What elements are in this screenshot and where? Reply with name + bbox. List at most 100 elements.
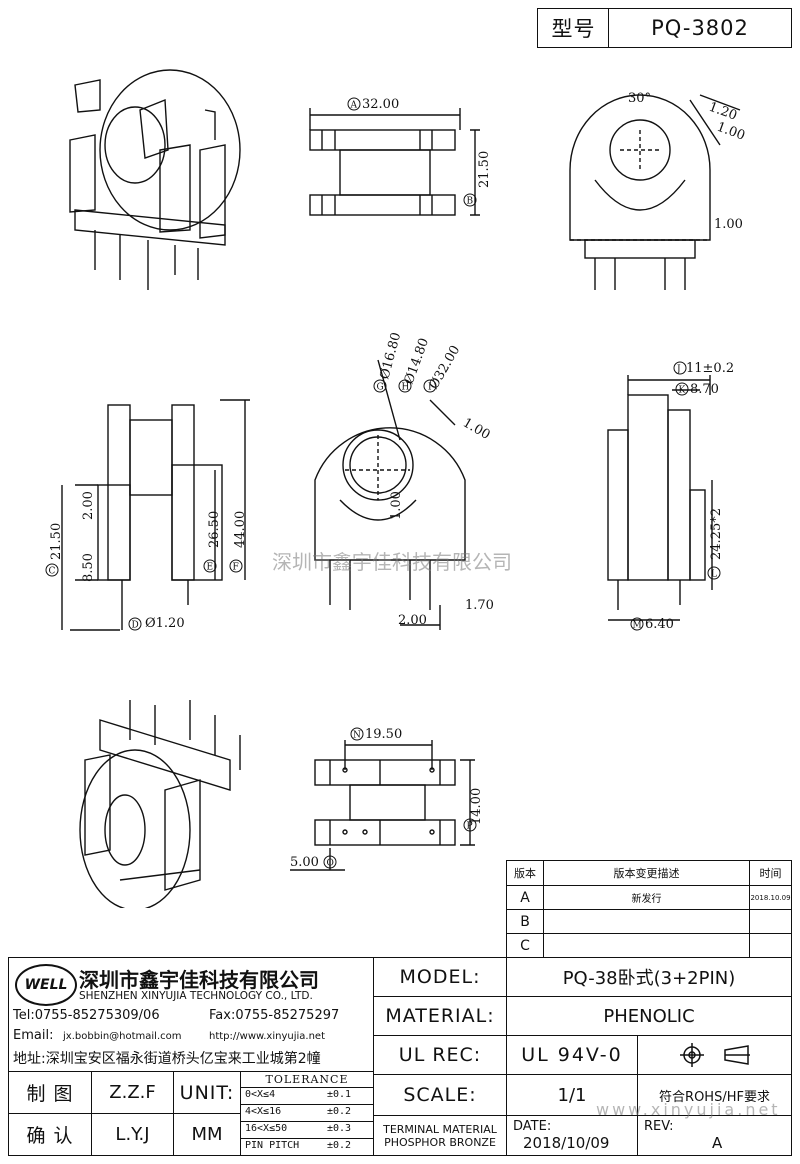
technical-drawing: 32.00 21.50 30° 1.20 1.00 1.00 Ø16.80 Ø1… [45,69,747,908]
model-label-cell: MODEL: [373,957,507,997]
model-value-cell: PQ-38卧式(3+2PIN) [506,957,792,997]
callout-m: M [633,621,642,631]
dim-e: 26.50 [207,511,222,548]
iso-view-top [69,69,241,290]
callout-e: E [207,563,214,573]
tolerance-value: ±0.1 [327,1089,352,1100]
dim-a: 32.00 [362,97,399,112]
company-email-label: Email: [13,1028,54,1043]
callout-j: J [676,365,681,375]
part-number-box: PQ-3802 [608,8,792,48]
callout-d: D [132,621,139,631]
callout-c: C [49,567,56,577]
callout-b: B [467,197,474,207]
dim-o: 5.00 [290,855,319,870]
callout-o: O [327,859,334,869]
projection-icon [679,1043,750,1067]
company-email: jx.bobbin@hotmail.com [63,1031,182,1042]
tolerance-value: ±0.2 [327,1106,352,1117]
terminal-cell: TERMINAL MATERIAL PHOSPHOR BRONZE [373,1115,507,1156]
ulrec-label-cell: UL REC: [373,1035,507,1075]
dim-c: 21.50 [49,523,64,560]
rev-row-ver: B [506,909,544,934]
rev-row-date [749,933,792,958]
drawn-label-cell: 制 图 [8,1071,92,1114]
dim-p2: 1.70 [465,598,494,613]
company-web: http://www.xinyujia.net [209,1031,325,1042]
dim-pin: Ø1.20 [145,616,185,631]
dim-l: 24.25*2 [709,508,724,560]
tolerance-value: ±0.3 [327,1123,352,1134]
material-value-cell: PHENOLIC [506,996,792,1036]
company-logo: WELL [15,964,77,1006]
callout-k: K [679,386,686,396]
unit-label-cell: UNIT: [173,1071,241,1114]
dim-j: 11±0.2 [686,361,734,376]
rev-row-ver: C [506,933,544,958]
dim-h: Ø14.80 [402,336,432,386]
dim-t5: 1.00 [389,491,404,520]
dim-s2: 2.00 [81,491,96,520]
front-view [309,108,480,216]
iso-view-bottom [79,700,241,908]
callout-n: N [353,731,361,741]
company-name-en: SHENZHEN XINYUJIA TECHNOLOGY CO., LTD. [79,990,313,1002]
callout-g: G [377,383,384,393]
side-view-top [569,94,741,290]
dim-g: Ø16.80 [377,331,404,381]
dim-angle: 30° [628,91,651,106]
watermark-company: 深圳市鑫宇佳科技有限公司 [272,550,512,574]
scale-label-cell: SCALE: [373,1074,507,1116]
tolerance-value: ±0.2 [327,1140,352,1151]
dim-t4: 1.00 [460,415,493,442]
rev-row-desc [543,933,750,958]
company-fax: Fax:0755-85275297 [209,1008,340,1023]
dim-f: 44.00 [233,511,248,548]
bottom-view [290,740,475,871]
tolerance-title: TOLERANCE [265,1073,349,1086]
company-name-cn: 深圳市鑫宇佳科技有限公司 [79,968,319,992]
type-label-box: 型号 [537,8,610,48]
callout-i: I [428,383,432,393]
type-label: 型号 [551,17,596,41]
callout-h: H [402,383,410,393]
dim-i: Ø32.00 [426,343,463,392]
revision-table: 版本 版本变更描述 时间 A 新发行 2018.10.09 B C [506,860,792,958]
unit-value-cell: MM [173,1113,241,1156]
rev-row-ver: A [506,885,544,910]
company-tel: Tel:0755-85275309/06 [13,1008,160,1023]
callout-a: A [350,101,358,111]
dim-m: 6.40 [645,617,674,632]
rev-header-date: 时间 [749,860,792,886]
company-panel: WELL 深圳市鑫宇佳科技有限公司 SHENZHEN XINYUJIA TECH… [8,957,374,1072]
dim-k: 8.70 [690,382,719,397]
rev-cell: REV: A [637,1115,792,1156]
dim-t2: 1.00 [715,120,747,144]
dim-b: 21.50 [477,151,492,188]
ulrec-value-cell: UL 94V-0 [506,1035,638,1075]
callout-l: L [711,570,717,580]
rev-row-date [749,909,792,934]
projection-symbol-cell [637,1035,792,1075]
dim-t3: 1.00 [714,217,743,232]
check-label-cell: 确 认 [8,1113,92,1156]
company-address: 地址:深圳宝安区福永街道桥头亿宝来工业城第2幢 [13,1051,321,1067]
end-view-center [314,359,466,630]
tolerance-table: TOLERANCE 0<X≤4 ±0.1 4<X≤16 ±0.2 16<X≤50… [240,1071,374,1156]
watermark-url: www.xinyujia.net [596,1100,781,1119]
dim-s3: 8.50 [81,553,96,582]
callout-f: F [233,563,239,573]
right-side-view [607,375,713,621]
rev-row-desc: 新发行 [543,885,750,910]
tolerance-range: 16<X≤50 [245,1123,288,1134]
drawn-value-cell: Z.Z.F [91,1071,174,1114]
check-value-cell: L.Y.J [91,1113,174,1156]
rev-header-desc: 版本变更描述 [543,860,750,886]
date-cell: DATE: 2018/10/09 [506,1115,638,1156]
rev-row-date: 2018.10.09 [749,885,792,910]
dim-p: 14.00 [469,788,484,825]
rev-row-desc [543,909,750,934]
left-side-view [61,399,250,631]
tolerance-range: PIN PITCH [245,1140,300,1151]
